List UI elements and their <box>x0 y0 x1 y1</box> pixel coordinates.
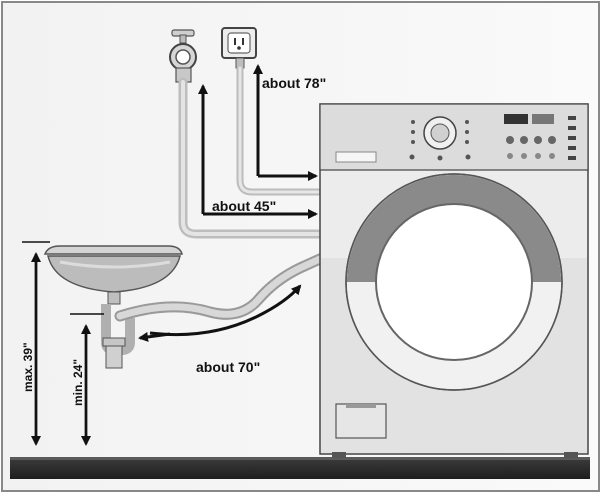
filter-cover <box>335 403 387 439</box>
water-faucet-icon <box>169 29 197 83</box>
min-height-dimension <box>70 313 104 446</box>
water-distance-arrow <box>198 84 318 219</box>
laundry-sink <box>43 245 183 369</box>
floor-edge <box>10 457 590 460</box>
detergent-drawer-handle <box>335 151 377 163</box>
drain-distance-label: about 70" <box>196 359 260 375</box>
water-distance-label: about 45" <box>212 198 276 214</box>
max-height-dimension <box>22 241 50 446</box>
front-load-washer <box>319 103 589 458</box>
drain-distance-arrow <box>138 284 302 342</box>
washer-door <box>345 173 563 391</box>
min-height-label: min. 24" <box>71 359 85 406</box>
power-outlet-icon <box>221 27 257 69</box>
power-distance-arrow <box>253 64 318 181</box>
floor <box>10 459 590 479</box>
program-dial-icon <box>423 116 457 150</box>
max-height-label: max. 39" <box>21 342 35 392</box>
power-distance-label: about 78" <box>262 75 326 91</box>
panel-buttons <box>409 114 576 161</box>
